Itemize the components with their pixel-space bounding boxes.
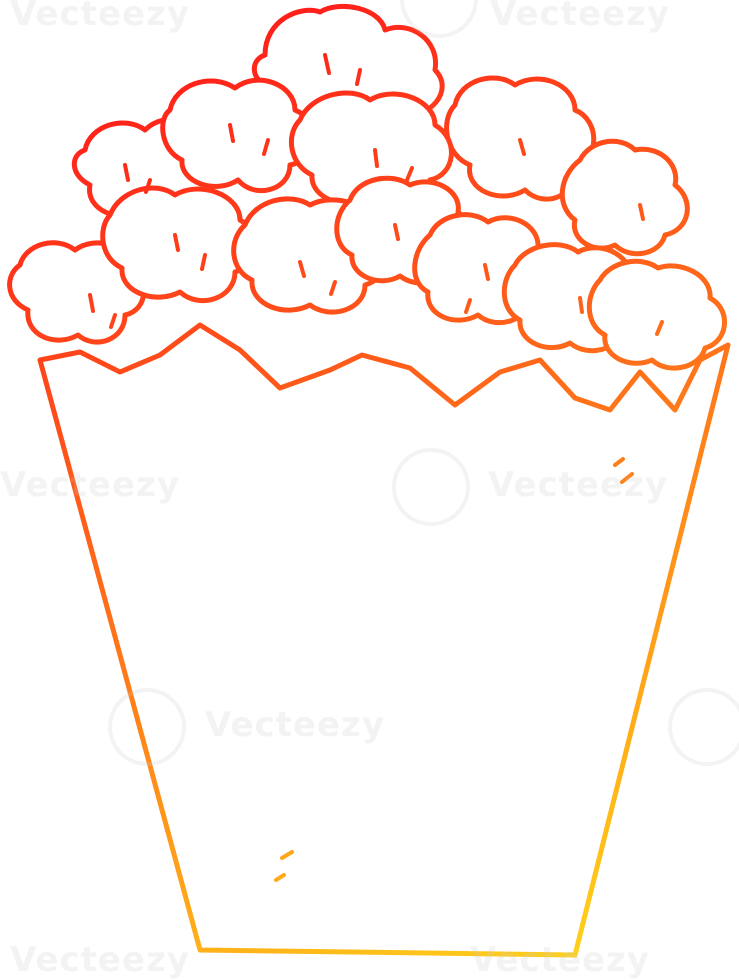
- watermark-text: Vecteezy: [490, 0, 670, 34]
- kernel-detail: [464, 298, 472, 314]
- watermark-text: Vecteezy: [470, 940, 650, 980]
- kernel-detail: [373, 148, 379, 168]
- kernel-detail: [655, 320, 664, 336]
- shine-mark: [274, 873, 286, 882]
- kernel-detail: [560, 176, 567, 194]
- popcorn-kernel: [160, 77, 315, 194]
- kernel-detail: [173, 233, 180, 252]
- kernel-detail: [638, 203, 645, 221]
- popcorn-kernel: [559, 138, 690, 257]
- kernel-detail: [262, 138, 270, 156]
- kernel-detail: [200, 253, 207, 271]
- kernel-detail: [109, 313, 117, 329]
- shine-mark: [620, 472, 634, 484]
- watermark-text: Vecteezy: [10, 940, 190, 980]
- watermark-logo-icon: [668, 688, 739, 766]
- popcorn-kernel: [586, 258, 727, 371]
- kernel-detail: [355, 68, 362, 86]
- shine-mark: [613, 457, 625, 467]
- kernel-detail: [323, 53, 331, 75]
- popcorn-kernel: [7, 240, 147, 345]
- kernel-detail: [329, 280, 337, 296]
- kernel-detail: [483, 263, 490, 281]
- kernel-detail: [228, 123, 235, 143]
- kernel-detail: [144, 178, 152, 194]
- shine-mark: [280, 850, 294, 860]
- watermark-text: Vecteezy: [10, 0, 190, 34]
- kernel-detail: [298, 260, 306, 278]
- kernel-detail: [123, 163, 130, 182]
- watermark-logo-icon: [392, 448, 470, 526]
- watermark-text: Vecteezy: [0, 465, 180, 505]
- watermark-text: Vecteezy: [205, 705, 385, 745]
- watermark-text: Vecteezy: [488, 465, 668, 505]
- kernel-detail: [518, 138, 526, 156]
- watermark-logo-icon: [108, 688, 186, 766]
- kernel-detail: [88, 293, 95, 313]
- kernel-detail: [578, 296, 584, 314]
- kernel-detail: [405, 166, 414, 182]
- bucket-body: [37, 322, 731, 958]
- kernel-detail: [393, 223, 400, 241]
